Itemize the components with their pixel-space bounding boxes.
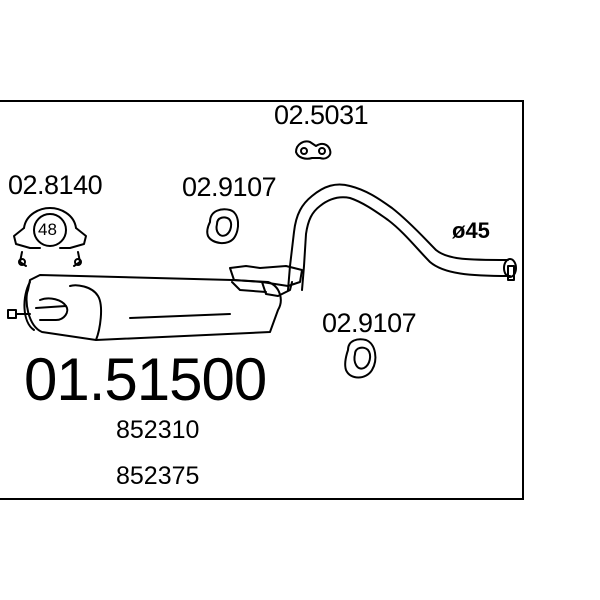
rubber-ring-front-icon — [206, 208, 240, 244]
ring-front-code: 02.9107 — [182, 172, 277, 202]
tail-pipe — [287, 183, 517, 291]
rubber-ring-rear-icon — [344, 338, 377, 379]
drawing-frame — [0, 100, 524, 500]
part-number: 01.51500 — [24, 346, 267, 413]
inlet-pipe — [7, 309, 17, 319]
oem-number-1: 852310 — [116, 416, 200, 444]
clamp-icon — [13, 207, 87, 267]
clamp-size: 48 — [38, 220, 57, 239]
hanger-icon — [295, 140, 332, 160]
oem-number-2: 852375 — [116, 462, 200, 490]
silencer-body — [23, 274, 282, 341]
clamp-code: 02.8140 — [8, 170, 103, 200]
hanger-bracket — [229, 265, 303, 297]
pipe-diameter: ø45 — [452, 218, 490, 243]
ring-rear-code: 02.9107 — [322, 308, 417, 338]
hanger-code: 02.5031 — [274, 100, 369, 130]
